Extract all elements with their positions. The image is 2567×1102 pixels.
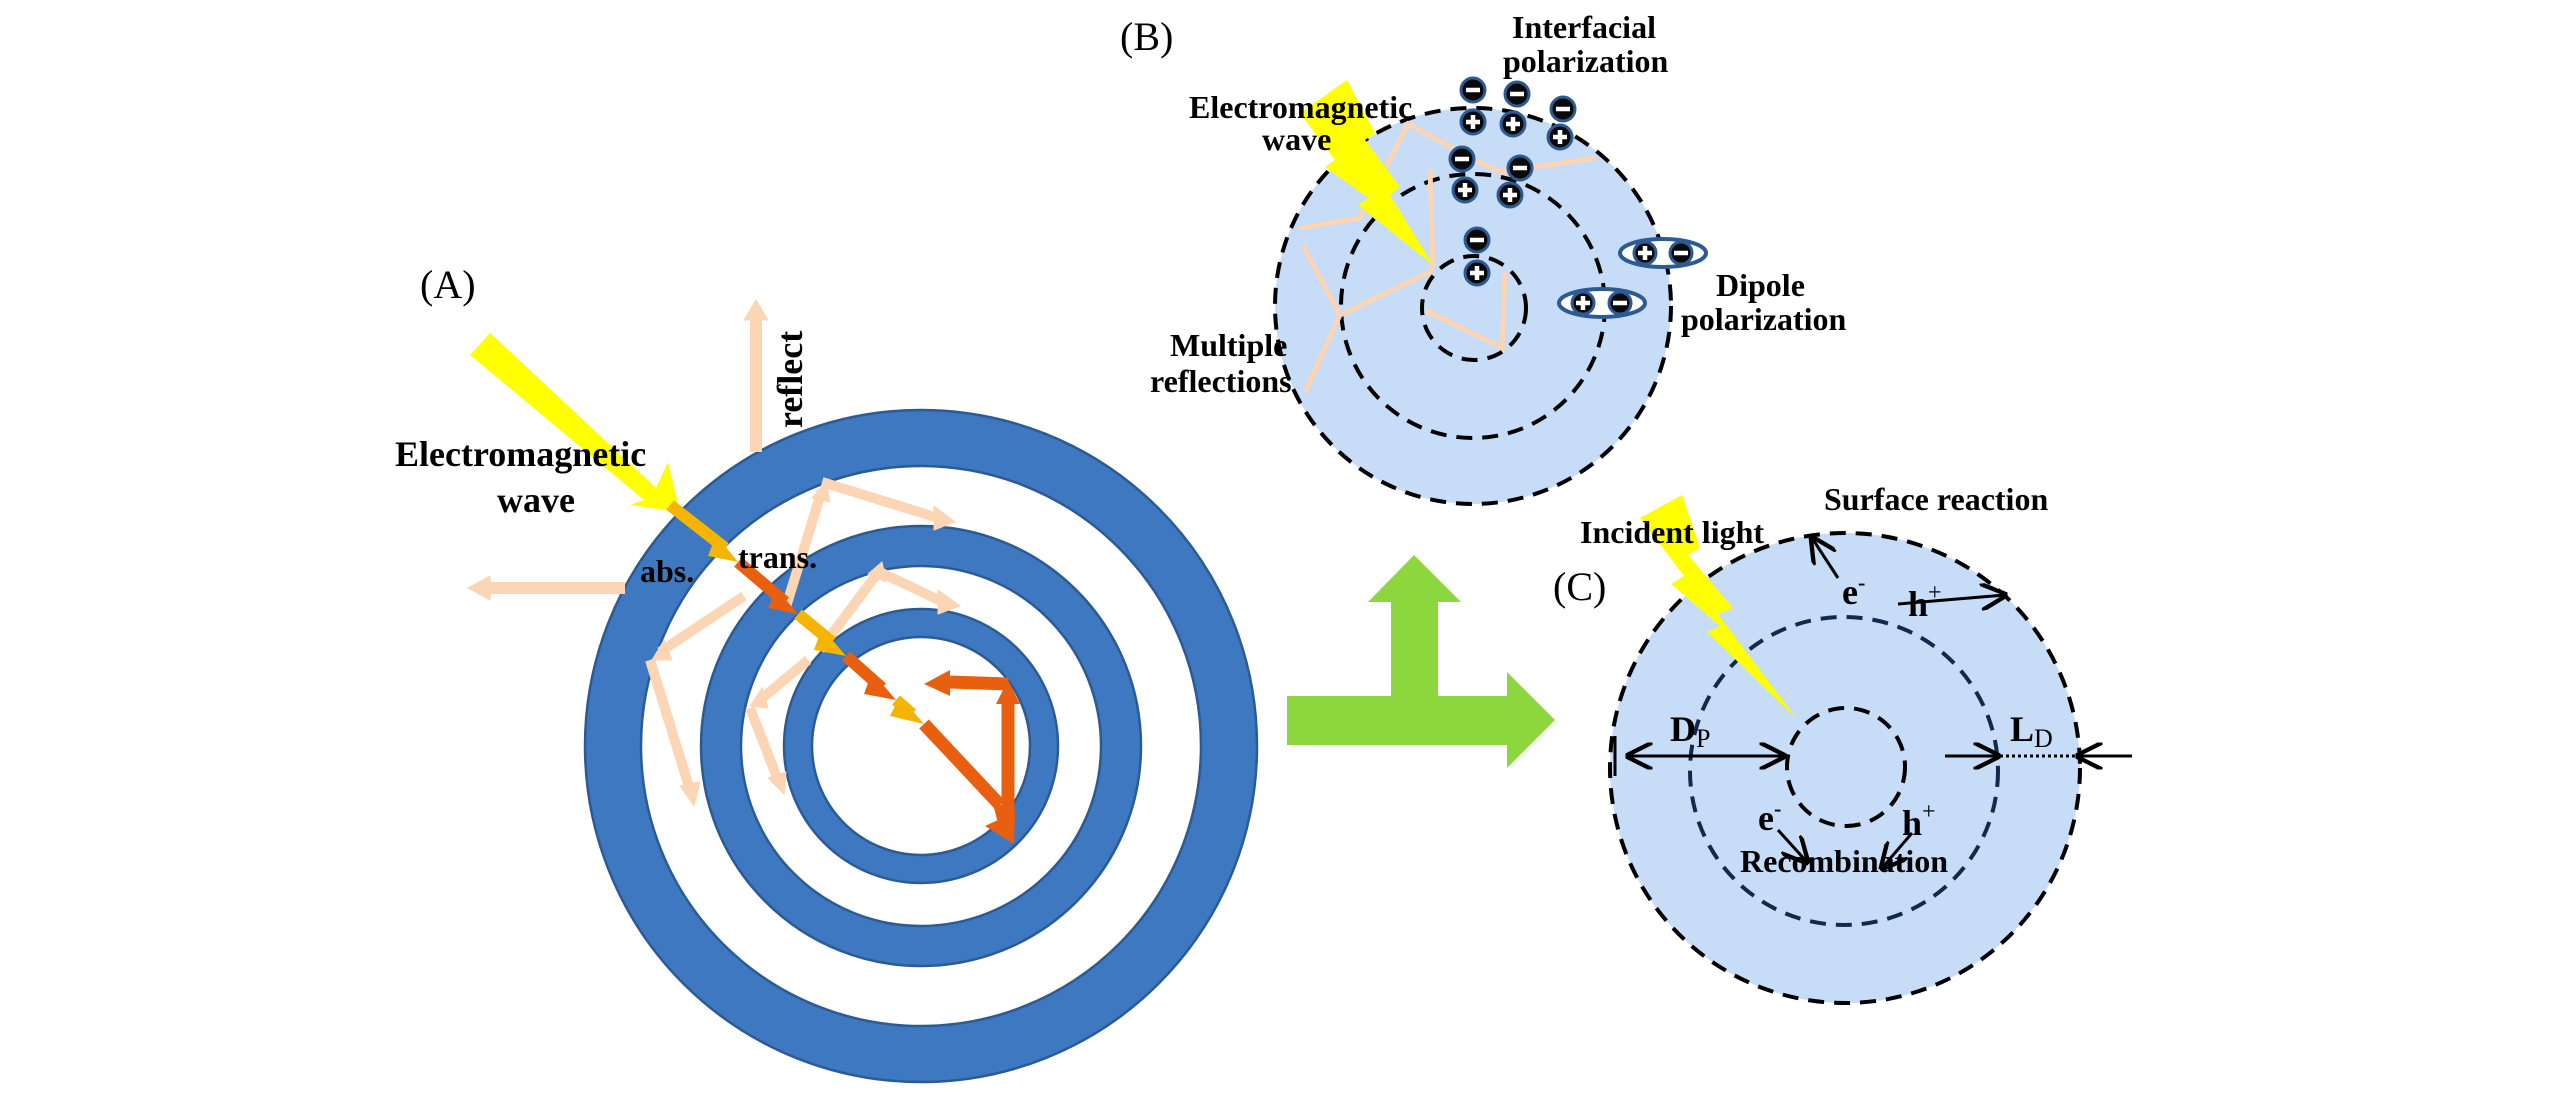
panel-c: (C) Incident light Surface reaction e- h… xyxy=(1553,481,2132,1005)
hole-symbol: h xyxy=(1908,584,1928,624)
inner-ray-diagonal xyxy=(919,719,1005,810)
surface-hole-label: h+ xyxy=(1908,580,1942,624)
gap1-head-d xyxy=(679,781,701,808)
gap2-ray-d xyxy=(745,706,783,782)
dp-label: DP xyxy=(1670,709,1710,753)
gap1-ray-d xyxy=(645,658,695,792)
panel-a-transmit-label: trans. xyxy=(738,539,817,575)
panel-b: (B) Interfacial xyxy=(1120,9,1847,506)
charge-pair xyxy=(1496,154,1534,209)
surface-reaction-label: Surface reaction xyxy=(1824,481,2048,517)
panel-c-lightning-icon xyxy=(1640,495,1796,718)
electron-to-recombination-arrow xyxy=(1776,828,1807,862)
dipole-label-line2: polarization xyxy=(1681,301,1847,337)
panel-b-incident-label-line2: wave xyxy=(1262,121,1331,157)
absorbed-head-2 xyxy=(814,628,846,656)
surface-electron-label: e- xyxy=(1842,570,1865,612)
panel-a-tag: (A) xyxy=(420,262,476,307)
gap2-head-c xyxy=(749,686,769,709)
multiple-reflection-path-inner xyxy=(1423,271,1508,352)
particle-inner-boundary xyxy=(1420,254,1528,362)
electron-symbol: e xyxy=(1842,572,1858,612)
gap1-ray-c xyxy=(657,591,747,657)
reflected-rays xyxy=(466,299,962,808)
electron-to-surface-arrow xyxy=(1812,538,1840,579)
gap2-ray-c xyxy=(756,656,812,704)
hole-symbol: h xyxy=(1902,803,1922,843)
panel-c-tag: (C) xyxy=(1553,564,1606,609)
transmitted-head-2 xyxy=(864,672,896,700)
panel-a-incident-label-line2: wave xyxy=(497,480,575,520)
incident-wave-arrow xyxy=(470,333,680,512)
charge-pair xyxy=(1463,226,1491,287)
photocatalyst-core-boundary xyxy=(1785,706,1907,828)
interfacial-label-line1: Interfacial xyxy=(1512,9,1656,45)
hole-sup: + xyxy=(1928,580,1942,606)
panel-a-absorb-label: abs. xyxy=(640,553,694,589)
dipole-1 xyxy=(1618,237,1708,269)
dipole-label-line1: Dipole xyxy=(1716,267,1805,303)
gap1-head-b xyxy=(933,504,957,531)
hole-to-recombination-arrow xyxy=(1882,832,1914,868)
incident-light-label: Incident light xyxy=(1580,514,1764,550)
panel-a: (A) xyxy=(395,262,1259,1084)
panel-b-lightning-icon xyxy=(1300,80,1433,265)
panel-b-incident-label-line1: Electromagnetic xyxy=(1189,89,1412,125)
gap1-head-c xyxy=(651,638,673,661)
reflections-label-line2: reflections xyxy=(1150,363,1292,399)
panel-a-incident-label-line1: Electromagnetic xyxy=(395,434,646,474)
transition-arrow xyxy=(1287,555,1555,768)
hollow-shells xyxy=(583,408,1259,1084)
inner-head-left xyxy=(924,670,950,696)
dp-main: D xyxy=(1670,709,1696,749)
outer-shell-outer-edge xyxy=(583,408,1259,1084)
multiple-reflection-path-middle xyxy=(1338,169,1436,318)
panel-a-reflect-label: reflect xyxy=(770,331,810,428)
reflect-arrowhead-left xyxy=(466,575,491,601)
bulk-electron-label: e- xyxy=(1758,796,1781,838)
reflections-label-line1: Multiple xyxy=(1170,327,1287,363)
gap2-head-d xyxy=(767,771,787,796)
transmitted-head-1 xyxy=(768,588,798,614)
middle-shell xyxy=(701,526,1141,966)
interfacial-label-line2: polarization xyxy=(1503,43,1669,79)
gap1-ray-a xyxy=(780,488,827,612)
diffusion-boundary xyxy=(1688,615,2000,927)
absorbed-head-1 xyxy=(708,535,738,562)
dipole-2 xyxy=(1557,287,1647,319)
dp-sub: P xyxy=(1696,724,1710,753)
electron-sup: - xyxy=(1858,570,1865,595)
electron-sup: - xyxy=(1774,796,1781,821)
charge-pair xyxy=(1499,80,1531,138)
inner-shell xyxy=(784,609,1058,883)
ld-sub: D xyxy=(2034,724,2053,753)
bulk-hole-label: h+ xyxy=(1902,799,1936,843)
ld-main: L xyxy=(2010,709,2034,749)
absorbed-head-3 xyxy=(890,696,924,724)
charge-pair xyxy=(1546,95,1577,151)
inner-shell-outer-edge xyxy=(782,607,1060,885)
absorption-transmission-path xyxy=(666,500,1020,844)
panel-b-tag: (B) xyxy=(1120,14,1173,59)
middle-shell-outer-edge xyxy=(699,524,1143,968)
hole-to-surface-arrow xyxy=(1897,595,2005,604)
charge-pair xyxy=(1459,76,1487,136)
inner-ray-horizontal xyxy=(949,675,1009,691)
ld-label: LD xyxy=(2010,709,2053,753)
inner-shell-inner-edge xyxy=(810,635,1032,857)
recombination-label: Recombination xyxy=(1740,843,1948,879)
hole-sup: + xyxy=(1922,799,1936,825)
electron-symbol: e xyxy=(1758,798,1774,838)
middle-shell-inner-edge xyxy=(739,564,1103,928)
gap2-head-b xyxy=(937,589,962,615)
gap1-ray-b xyxy=(820,477,940,523)
inner-head-top xyxy=(996,680,1020,704)
outer-shell xyxy=(585,410,1257,1082)
gap2-ray-b xyxy=(877,567,946,607)
incident-arrow-shape xyxy=(470,333,680,512)
outer-shell-inner-edge xyxy=(639,464,1203,1028)
reflect-arrowhead-up xyxy=(743,299,769,321)
charge-pair xyxy=(1448,145,1479,204)
interfacial-charges xyxy=(1448,76,1577,287)
